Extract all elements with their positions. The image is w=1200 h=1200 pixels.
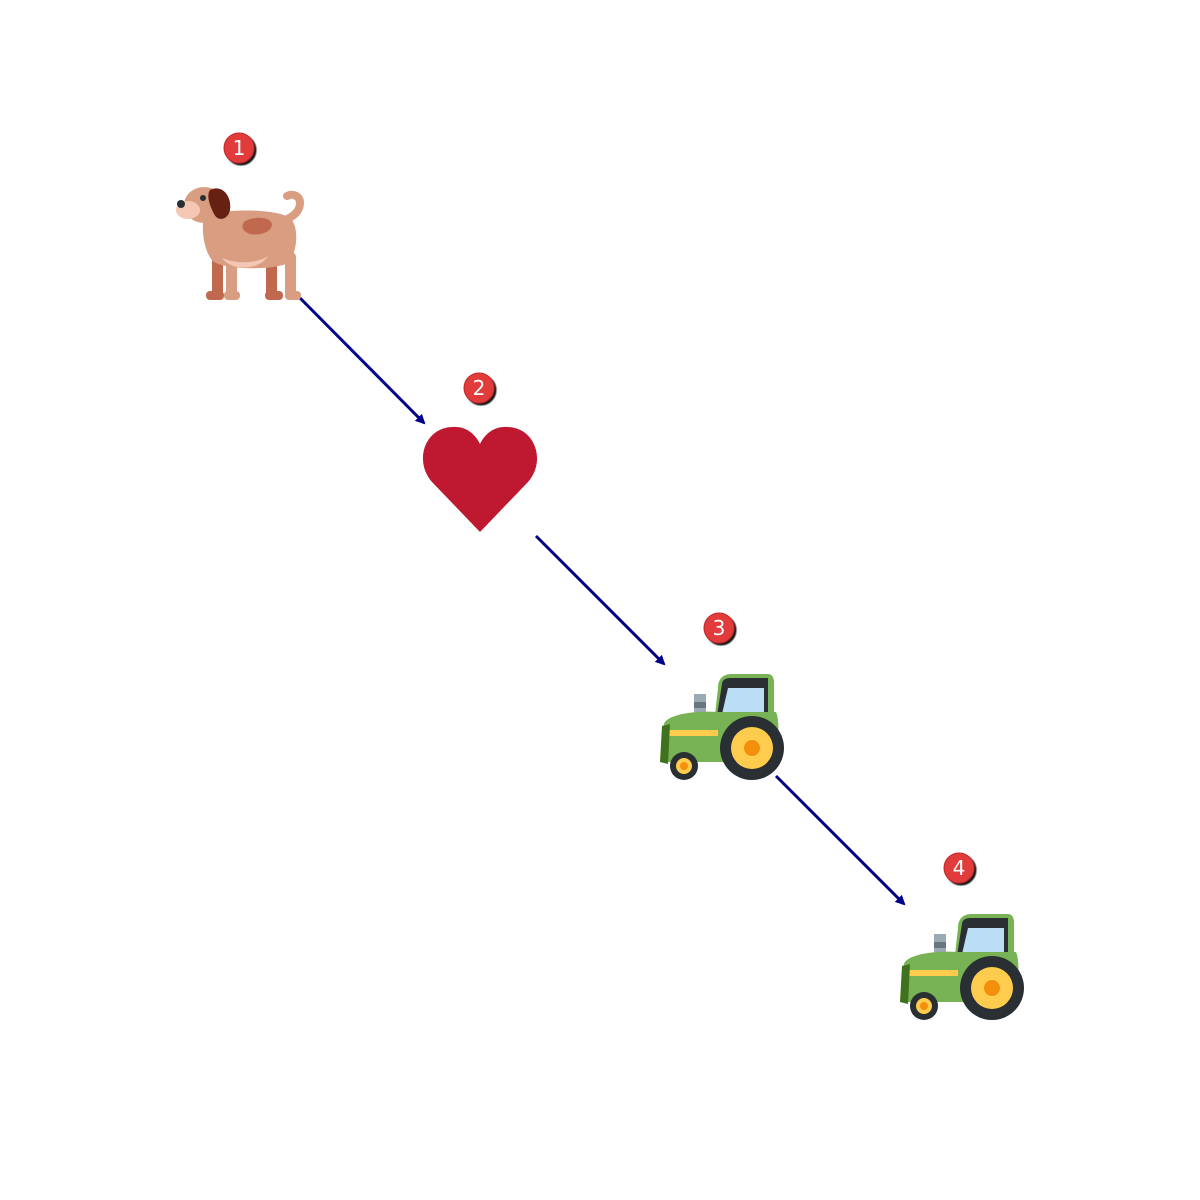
arrow-1-to-2 (298, 296, 426, 425)
step-number-2: 2 (473, 376, 486, 400)
step-1: 1 (176, 132, 305, 300)
step-3: 3 (660, 612, 784, 780)
arrow-3-to-4 (774, 774, 906, 906)
arrow-2-to-3 (534, 534, 666, 666)
heart-icon (422, 426, 538, 532)
step-badge-2 (463, 372, 495, 404)
dog-icon (176, 187, 305, 300)
step-number-3: 3 (713, 616, 726, 640)
step-4: 4 (900, 852, 1024, 1020)
step-badge-3 (703, 612, 735, 644)
step-number-1: 1 (233, 136, 246, 160)
step-badge-1 (223, 132, 255, 164)
tractor-icon (660, 674, 784, 780)
tractor-icon (900, 914, 1024, 1020)
step-number-4: 4 (953, 856, 966, 880)
step-badge-4 (943, 852, 975, 884)
step-2: 2 (422, 372, 538, 532)
arrows (298, 296, 906, 906)
